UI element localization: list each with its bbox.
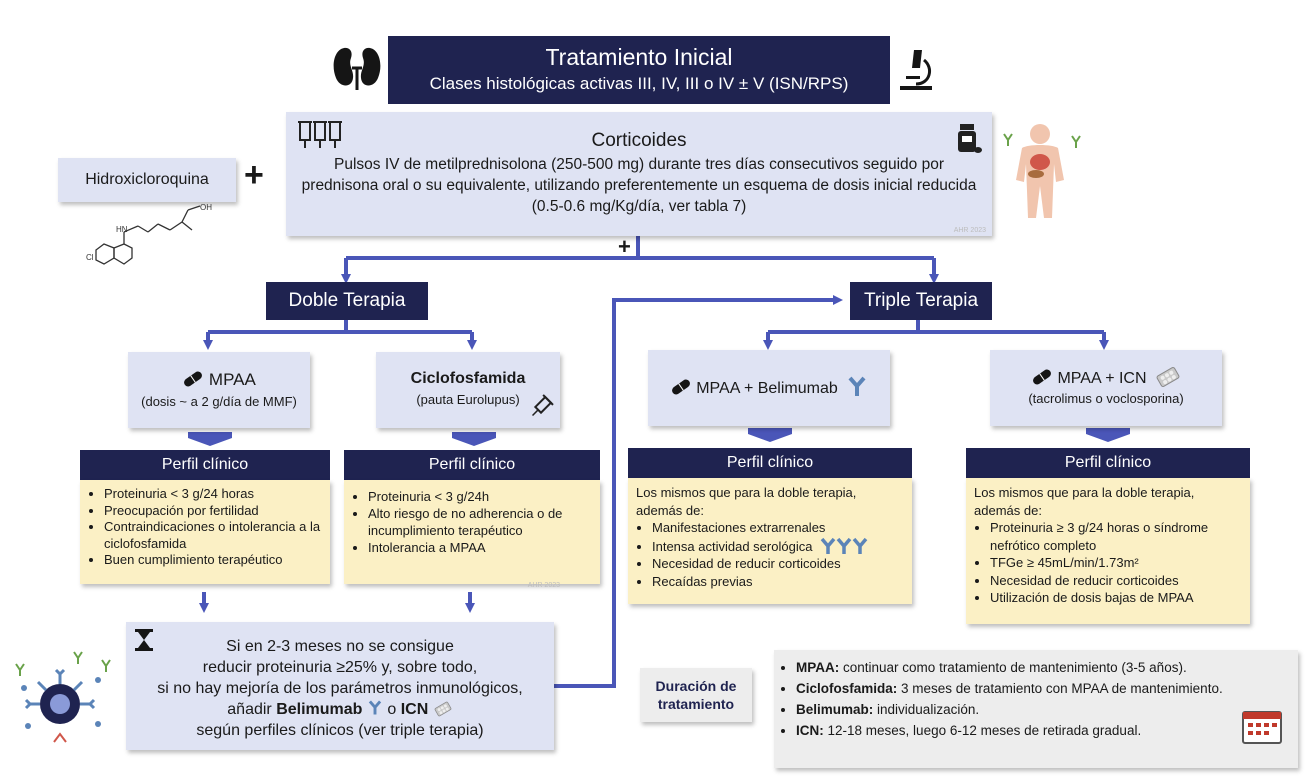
perfil-ciclo-header: Perfil clínico: [344, 450, 600, 480]
icn-option-title: MPAA + ICN: [1057, 370, 1147, 387]
plus-sign: +: [244, 156, 264, 194]
doble-terapia-label: Doble Terapia: [266, 282, 428, 320]
microscope-icon: [900, 50, 932, 90]
perfil-belim-intro: Los mismos que para la doble terapia, ad…: [636, 485, 857, 518]
corticoides-box: Corticoides Pulsos IV de metilprednisolo…: [286, 112, 992, 236]
list-item: Proteinuria ≥ 3 g/24 horas o síndrome ne…: [990, 519, 1242, 554]
hidroxicloroquina-box: Hidroxicloroquina: [58, 158, 236, 202]
ciclofosfamida-option-box: Ciclofosfamida (pauta Eurolupus): [376, 352, 560, 428]
escalation-box: Si en 2-3 meses no se consigue reducir p…: [126, 622, 554, 750]
antibody-icon: [368, 700, 382, 715]
antibody-icon: [820, 537, 868, 554]
list-item: Belimumab: individualización.: [796, 699, 1288, 720]
list-item: Necesidad de reducir corticoides: [990, 572, 1242, 590]
list-item: Alto riesgo de no adherencia o de incump…: [368, 505, 594, 539]
mpaa-icn-option-box: MPAA + ICN (tacrolimus o voclosporina): [990, 350, 1222, 426]
svg-text:OH: OH: [200, 203, 212, 212]
list-item: Buen cumplimiento terapéutico: [104, 552, 324, 569]
list-item: Proteinuria < 3 g/24 horas: [104, 486, 324, 503]
mpaa-belimumab-option-box: MPAA + Belimumab: [648, 350, 890, 426]
escalation-line1: Si en 2-3 meses no se consigue: [226, 638, 454, 655]
pill-icon: [184, 371, 203, 387]
header-title: Tratamiento Inicial: [545, 44, 733, 70]
icn-option-sub: (tacrolimus o voclosporina): [1028, 391, 1184, 406]
list-item: Intensa actividad serológica: [652, 537, 904, 556]
calendar-icon: [1242, 711, 1282, 744]
ciclofosfamida-sub: (pauta Eurolupus): [416, 392, 520, 407]
list-item: Preocupación por fertilidad: [104, 503, 324, 520]
list-item: Utilización de dosis bajas de MPAA: [990, 589, 1242, 607]
mpaa-option-box: MPAA (dosis ~ a 2 g/día de MMF): [128, 352, 310, 428]
perfil-icn-intro: Los mismos que para la doble terapia, ad…: [974, 485, 1195, 518]
perfil-belim-box: Los mismos que para la doble terapia, ad…: [628, 478, 912, 604]
list-item: TFGe ≥ 45mL/min/1.73m²: [990, 554, 1242, 572]
mpaa-sub: (dosis ~ a 2 g/día de MMF): [141, 394, 297, 409]
svg-text:Cl: Cl: [86, 253, 94, 262]
corticoides-title: Corticoides: [591, 130, 687, 151]
list-item: Ciclofosfamida: 3 meses de tratamiento c…: [796, 678, 1288, 699]
list-item: Intolerancia a MPAA: [368, 539, 594, 556]
immune-cell-icon: [15, 651, 111, 743]
hidroxicloroquina-label: Hidroxicloroquina: [85, 171, 209, 188]
molecule-icon: Cl HN OH: [86, 203, 212, 265]
list-item: Recaídas previas: [652, 573, 904, 591]
syringe-icon: [531, 394, 554, 417]
escalation-line5: según perfiles clínicos (ver triple tera…: [196, 722, 484, 739]
blister-pack-icon: [1156, 367, 1180, 387]
pill-icon: [671, 379, 690, 395]
escalation-line4: añadir Belimumab o ICN: [126, 699, 554, 720]
list-item: Proteinuria < 3 g/24h: [368, 488, 594, 505]
perfil-ciclo-box: Proteinuria < 3 g/24h Alto riesgo de no …: [344, 480, 600, 589]
blister-pack-icon: [434, 701, 452, 717]
perfil-belim-header: Perfil clínico: [628, 448, 912, 478]
list-item: Manifestaciones extrarrenales: [652, 519, 904, 537]
list-item: ICN: 12-18 meses, luego 6-12 meses de re…: [796, 720, 1288, 741]
list-item-text: Intensa actividad serológica: [652, 538, 813, 554]
kidneys-icon: [333, 47, 381, 90]
header-box: Tratamiento Inicial Clases histológicas …: [388, 36, 890, 104]
svg-text:HN: HN: [116, 225, 128, 234]
escalation-line3: si no hay mejoría de los parámetros inmu…: [157, 680, 523, 697]
ciclofosfamida-title: Ciclofosfamida: [410, 370, 526, 387]
duracion-box: MPAA: continuar como tratamiento de mant…: [774, 650, 1298, 768]
branch-plus: +: [618, 234, 631, 259]
pill-icon: [1033, 369, 1051, 385]
perfil-mpaa-box: Proteinuria < 3 g/24 horas Preocupación …: [80, 480, 330, 584]
human-body-icon: [1003, 124, 1081, 218]
perfil-ciclo-list: Proteinuria < 3 g/24h Alto riesgo de no …: [352, 488, 594, 556]
perfil-icn-box: Los mismos que para la doble terapia, ad…: [966, 478, 1250, 624]
corticoides-text: Pulsos IV de metilprednisolona (250-500 …: [301, 156, 977, 215]
hourglass-icon: [135, 629, 153, 651]
escalation-line2: reducir proteinuria ≥25% y, sobre todo,: [202, 659, 478, 676]
belimumab-option-title: MPAA + Belimumab: [696, 380, 838, 397]
mpaa-title: MPAA: [208, 370, 256, 389]
perfil-icn-list: Proteinuria ≥ 3 g/24 horas o síndrome ne…: [974, 519, 1242, 607]
perfil-belim-list: Manifestaciones extrarrenales Intensa ac…: [636, 519, 904, 590]
header-subtitle: Clases histológicas activas III, IV, III…: [429, 74, 849, 93]
antibody-icon: [848, 376, 866, 396]
perfil-mpaa-list: Proteinuria < 3 g/24 horas Preocupación …: [88, 486, 324, 569]
duracion-list: MPAA: continuar como tratamiento de mant…: [786, 657, 1288, 741]
triple-terapia-label: Triple Terapia: [850, 282, 992, 320]
perfil-mpaa-header: Perfil clínico: [80, 450, 330, 480]
list-item: MPAA: continuar como tratamiento de mant…: [796, 657, 1288, 678]
syringes-icon: [298, 121, 342, 148]
duracion-label: Duración de tratamiento: [640, 668, 752, 722]
pill-bottle-icon: [958, 124, 982, 153]
list-item: Necesidad de reducir corticoides: [652, 555, 904, 573]
list-item: Contraindicaciones o intolerancia a la c…: [104, 519, 324, 552]
perfil-icn-header: Perfil clínico: [966, 448, 1250, 478]
